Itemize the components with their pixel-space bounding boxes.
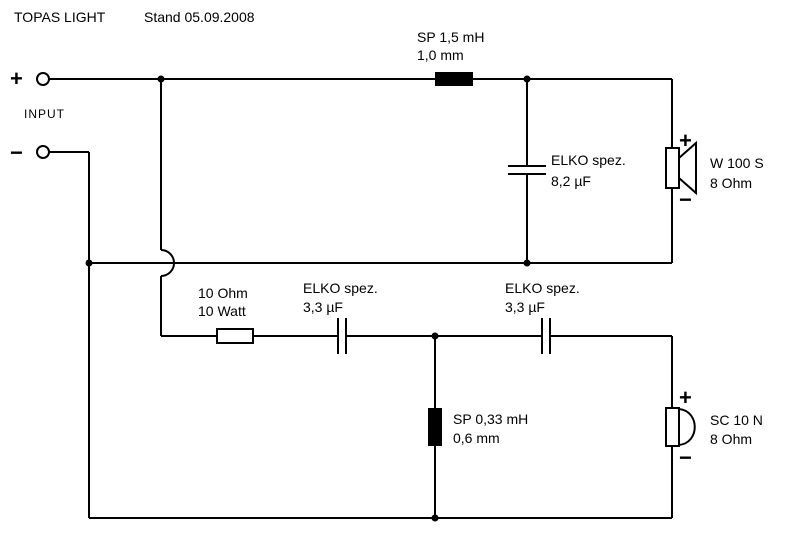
tweeter-minus-sign: − (679, 445, 692, 470)
inductor-sp2-wire-gauge: 0,6 mm (453, 430, 500, 446)
capacitor-elko1-label: ELKO spez. (551, 152, 626, 168)
input-label: INPUT (24, 107, 65, 121)
input-minus-terminal (36, 145, 50, 159)
inductor-sp1-label: SP 1,5 mH (417, 29, 484, 45)
inductor-sp2 (428, 408, 442, 446)
resistor (216, 328, 254, 344)
woofer-minus-sign: − (679, 187, 692, 212)
capacitor-elko2-value: 3,3 µF (303, 299, 343, 315)
woofer-plus-sign: + (679, 128, 692, 153)
tweeter-label: SC 10 N (710, 412, 763, 428)
tweeter-impedance: 8 Ohm (710, 431, 752, 447)
inductor-sp1 (435, 72, 473, 86)
inductor-sp1-wire: 1,0 mm (417, 47, 464, 63)
capacitor-elko3-value: 3,3 µF (505, 299, 545, 315)
tweeter-plus-sign: + (679, 385, 692, 410)
resistor-rating: 10 Watt (198, 303, 246, 319)
capacitor-elko1 (508, 79, 546, 263)
woofer-label: W 100 S (710, 155, 764, 171)
capacitor-elko2-label: ELKO spez. (303, 280, 378, 296)
resistor-label: 10 Ohm (198, 285, 248, 301)
schematic-date: Stand 05.09.2008 (144, 9, 255, 25)
capacitor-elko2 (337, 318, 347, 354)
top-rail-wire (49, 78, 673, 148)
input-minus-sign: − (10, 140, 23, 165)
inductor-sp2-label: SP 0,33 mH (453, 411, 528, 427)
input-plus-terminal (36, 72, 50, 86)
capacitor-elko1-value: 8,2 µF (551, 173, 591, 189)
woofer-impedance: 8 Ohm (710, 175, 752, 191)
input-plus-sign: + (10, 66, 23, 91)
junction-dot (85, 259, 93, 267)
capacitor-elko3 (541, 318, 551, 354)
junction-dot (431, 332, 439, 340)
tweeter-feed-wire (160, 79, 673, 408)
schematic-title: TOPAS LIGHT (14, 9, 106, 25)
tweeter-speaker-icon (665, 407, 696, 447)
junction-dot (431, 514, 439, 522)
capacitor-elko3-label: ELKO spez. (505, 280, 580, 296)
junction-dot (523, 259, 531, 267)
negative-rail-wire (49, 151, 672, 518)
